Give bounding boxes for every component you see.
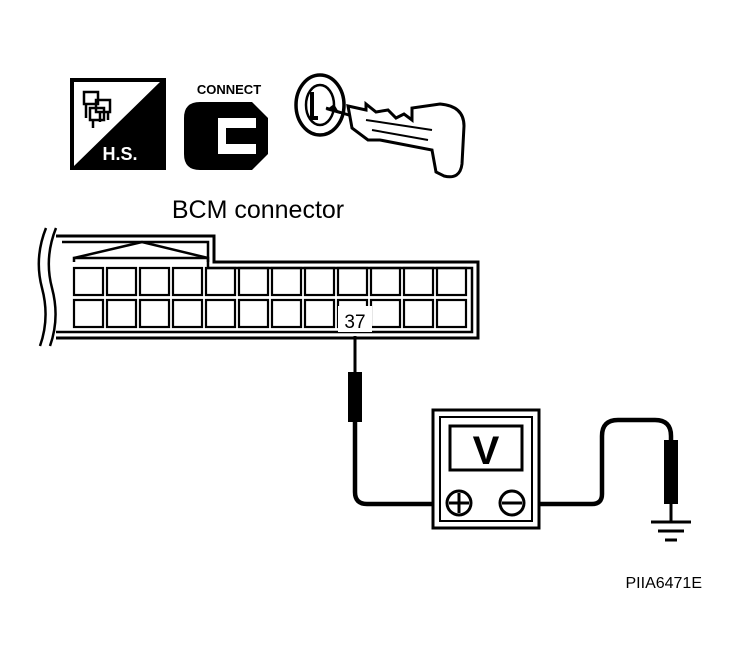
connector-cavity	[402, 266, 435, 297]
connector-cavity	[204, 266, 237, 297]
connector-cavity	[171, 266, 204, 297]
connector-cavity	[105, 298, 138, 329]
positive-lead	[348, 336, 444, 507]
connector-cavity	[303, 266, 336, 297]
connector-cavity	[435, 266, 468, 297]
connector-cavity	[72, 266, 105, 297]
connector-cavity	[369, 266, 402, 297]
connector-cavity	[303, 298, 336, 329]
minus-terminal-icon	[498, 489, 526, 517]
negative-lead	[528, 417, 678, 522]
connector-cavity	[336, 266, 369, 297]
meter-mode-label: V	[473, 429, 500, 473]
figure-code: PIIA6471E	[626, 575, 703, 592]
connector-cavity	[171, 298, 204, 329]
connector-cavity	[204, 298, 237, 329]
connector-cavity	[402, 298, 435, 329]
connector-cavities	[72, 266, 468, 329]
connector-cavity	[138, 298, 171, 329]
connector-cavity	[237, 266, 270, 297]
connector-cavity	[138, 266, 171, 297]
connector-cavity	[270, 298, 303, 329]
connector-title: BCM connector	[172, 196, 344, 224]
bcm-connector: 37	[37, 227, 480, 347]
connector-cavity	[237, 298, 270, 329]
ground-icon	[651, 520, 691, 542]
connector-cavity	[72, 298, 105, 329]
connect-label: CONNECT	[197, 82, 261, 97]
connector-cavity	[435, 298, 468, 329]
harness-side-icon: H.S.	[70, 78, 166, 170]
connector-cavity	[369, 298, 402, 329]
hs-label: H.S.	[102, 144, 137, 164]
connector-cavity	[105, 266, 138, 297]
ignition-key-icon	[294, 73, 466, 179]
terminal-label: 37	[344, 312, 365, 333]
connector-cavity	[270, 266, 303, 297]
connector-icon: CONNECT	[184, 82, 268, 170]
voltmeter: V	[431, 408, 541, 530]
plus-terminal-icon	[445, 489, 473, 517]
